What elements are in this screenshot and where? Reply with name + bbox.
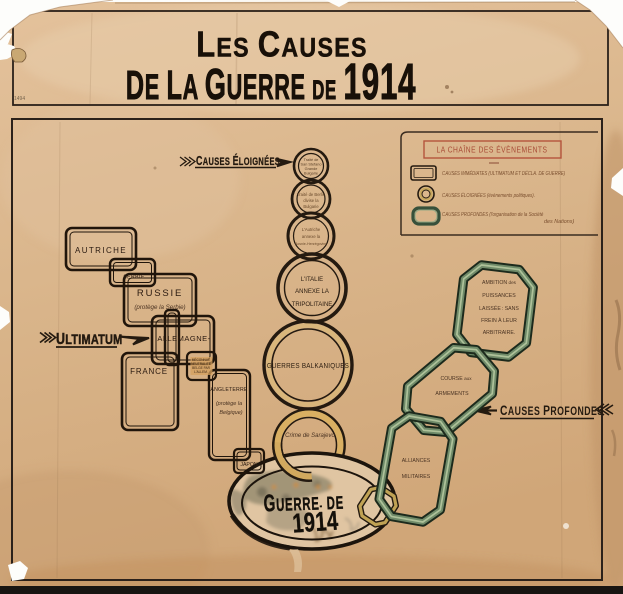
svg-text:CAUSES PROFONDES: CAUSES PROFONDES [500,403,604,419]
svg-text:PUISSANCES: PUISSANCES [482,293,516,299]
svg-text:AMBITION des: AMBITION des [482,280,517,286]
svg-text:LA CHAÎNE DES ÉVÈNEMENTS: LA CHAÎNE DES ÉVÈNEMENTS [436,145,547,155]
svg-text:FRANCE: FRANCE [130,367,168,376]
svg-text:Bulgarie: Bulgarie [304,172,318,176]
svg-text:(protège la: (protège la [216,401,242,407]
svg-text:FREIN À LEUR: FREIN À LEUR [481,317,517,324]
svg-text:C AUSES ÉLOIGNÉES (évènements: C AUSES ÉLOIGNÉES (évènements politiques… [442,192,535,200]
svg-text:ANNEXE LA: ANNEXE LA [295,289,329,295]
svg-text:CAUSES ÉLOIGNÉES: CAUSES ÉLOIGNÉES [196,153,280,168]
svg-text:ALLEMAGNE-: ALLEMAGNE- [157,334,210,343]
svg-text:C AUSES PROFONDES (l'organisat: C AUSES PROFONDES (l'organisation de la … [442,212,544,219]
svg-text:1494: 1494 [14,96,25,102]
svg-text:ARBITRAIRE.: ARBITRAIRE. [483,330,516,336]
svg-text:BELGE PAR: BELGE PAR [192,366,211,370]
svg-text:Crime de Sarajevo: Crime de Sarajevo [285,433,335,439]
svg-text:divise la: divise la [303,198,319,203]
svg-text:C AUSES IMMÉDIATES (ULTIMATUM: C AUSES IMMÉDIATES (ULTIMATUM ET DÉCLA. … [442,170,566,178]
svg-text:L'ALLEM.: L'ALLEM. [194,370,208,374]
svg-text:JAPON: JAPON [240,462,258,468]
svg-text:Bosnie-Herzégovine: Bosnie-Herzégovine [295,242,327,246]
svg-text:annexe la: annexe la [302,234,321,239]
svg-text:AUTRICHE: AUTRICHE [75,246,127,255]
svg-text:des Nations): des Nations) [544,219,574,225]
svg-text:COURSE aux: COURSE aux [440,376,472,382]
svg-text:RUSSIE: RUSSIE [137,288,183,299]
svg-text:SERBIE: SERBIE [123,275,145,281]
svg-text:GUERRES BALKANIQUES: GUERRES BALKANIQUES [267,363,350,370]
svg-text:MÉCONNUE: MÉCONNUE [192,357,211,362]
svg-text:ULTIMATUM: ULTIMATUM [56,331,122,349]
svg-text:Grande: Grande [305,167,318,171]
svg-text:LES CAUSES: LES CAUSES [196,25,368,65]
svg-text:MILITAIRES: MILITAIRES [402,474,431,480]
svg-text:L'Autriche: L'Autriche [302,227,321,232]
svg-text:DE LA GUERRE DE 1914: DE LA GUERRE DE 1914 [126,53,416,109]
svg-text:(protège la Serbie): (protège la Serbie) [134,304,185,311]
svg-text:Bulgarie: Bulgarie [303,204,319,209]
svg-text:San Stefano: San Stefano [301,163,322,167]
svg-text:Belgique): Belgique) [219,410,242,416]
svg-text:Traité de Berlin: Traité de Berlin [297,192,326,197]
svg-text:ALLIANCES: ALLIANCES [402,458,431,464]
svg-text:TRIPOLITAINE: TRIPOLITAINE [292,302,333,308]
svg-text:1914: 1914 [291,506,339,540]
svg-text:ARMEMENTS: ARMEMENTS [435,391,469,397]
svg-text:ANGLETERRE: ANGLETERRE [210,387,248,393]
svg-text:L'ITALIE: L'ITALIE [301,277,323,283]
svg-text:LAISSÉE : SANS: LAISSÉE : SANS [479,305,519,312]
svg-text:NEUTRALITÉ: NEUTRALITÉ [191,361,211,366]
svg-text:Traité de: Traité de [304,158,319,162]
